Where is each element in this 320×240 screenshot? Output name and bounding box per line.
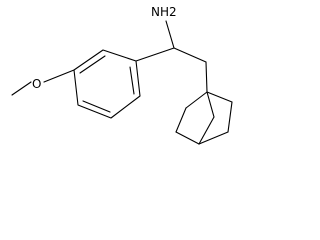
bicyclo-bridge-1	[206, 91, 215, 118]
bond-amine	[165, 20, 175, 49]
bond-ch-aryl	[135, 47, 175, 62]
molecule-structure: NH2 O	[11, 5, 233, 145]
benzene-double-bond-1	[79, 55, 106, 74]
bicyclo-bridge-2	[198, 116, 215, 145]
bond-aryl-oxygen	[43, 69, 75, 83]
bicyclo-bond-4	[185, 91, 208, 109]
bond-oxygen-methyl	[11, 81, 32, 96]
amine-label: NH2	[151, 5, 177, 19]
bond-ch-ch2	[173, 47, 207, 63]
bicyclo-bond-5	[175, 107, 187, 133]
bicyclo-bond-1	[206, 91, 233, 103]
bicyclo-bond-3	[198, 131, 229, 145]
structure-canvas: NH2 O	[11, 5, 233, 145]
benzene-double-bond-3	[129, 66, 135, 95]
bond-ch2-bicyclo	[205, 61, 208, 93]
benzene-double-bond-2	[82, 100, 111, 113]
bicyclo-bond-2	[227, 101, 233, 133]
bicyclo-bond-6	[175, 131, 200, 145]
oxygen-label: O	[32, 77, 41, 91]
benzene-ring	[73, 49, 141, 119]
